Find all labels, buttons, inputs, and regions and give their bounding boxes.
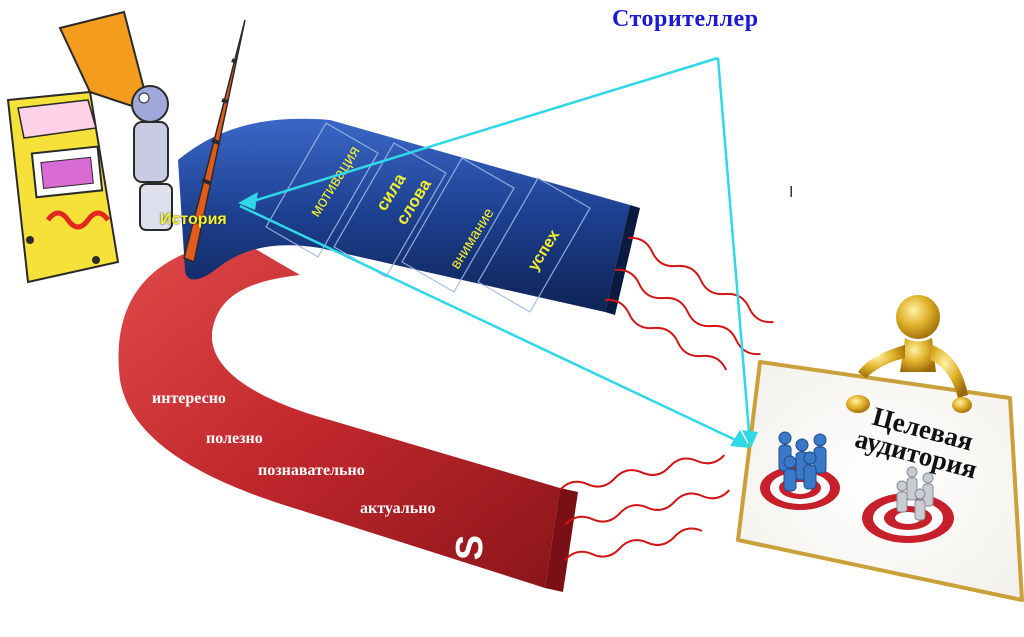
red-word-relevant: актуально <box>360 500 436 517</box>
blue-magnet-arm <box>178 118 630 312</box>
storyteller-title: Сторителлер <box>612 6 759 32</box>
magnet-pole-label: S <box>448 534 492 561</box>
red-word-useful: полезно <box>206 430 263 447</box>
red-word-interesting: интересно <box>152 390 226 407</box>
arrow-heads <box>238 192 758 448</box>
attraction-waves <box>559 236 774 561</box>
people-target-icon-gray <box>896 466 934 521</box>
storyteller-arrows <box>239 56 752 446</box>
audience-panel <box>736 360 1024 602</box>
storybook-character-icon <box>6 10 246 284</box>
people-target-icon <box>778 431 827 492</box>
red-word-educational: познавательно <box>258 462 365 479</box>
blue-magnet-end <box>605 205 640 315</box>
red-magnet-end <box>545 488 578 592</box>
story-label: История <box>160 211 227 228</box>
red-magnet-arm <box>118 240 560 588</box>
text-cursor-mark: I <box>789 184 794 201</box>
gold-figure-icon <box>846 295 972 413</box>
